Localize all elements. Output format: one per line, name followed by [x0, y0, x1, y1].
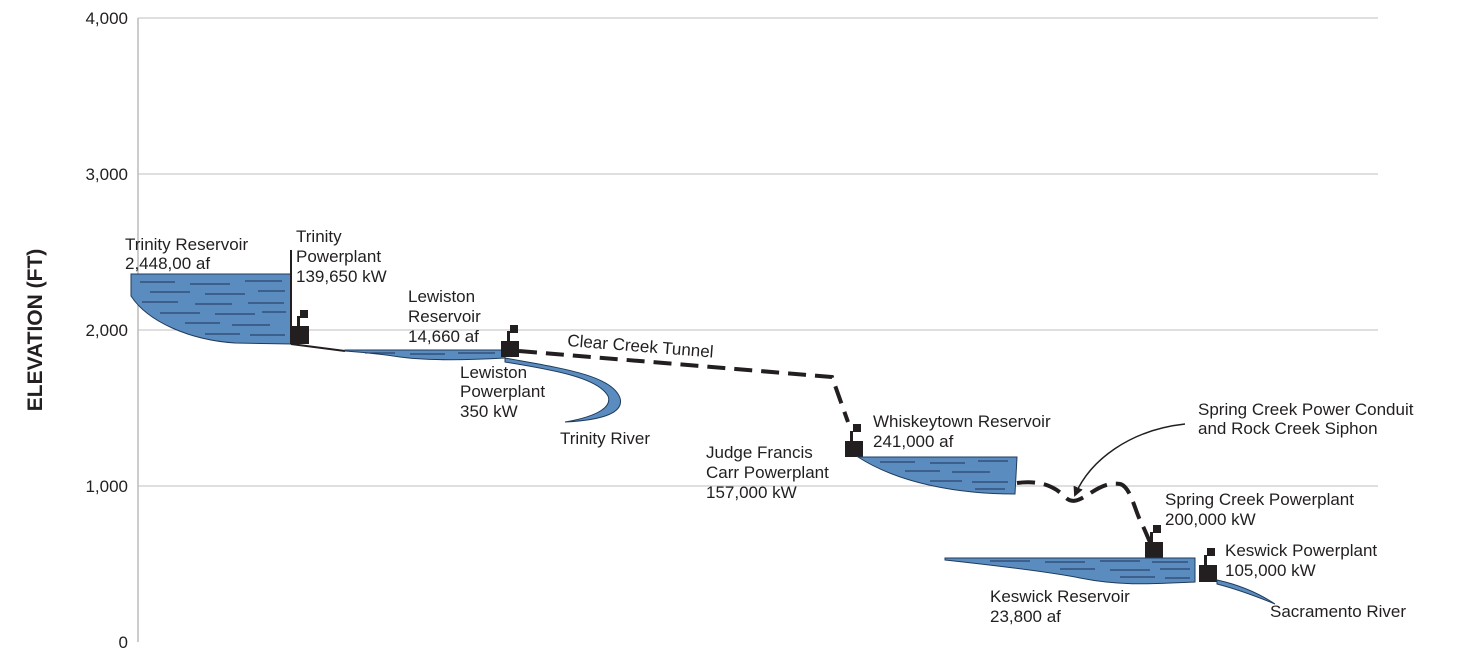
lewiston-powerplant-icon [501, 325, 519, 357]
trinity-river [504, 357, 621, 423]
whiskeytown-reservoir-label: Whiskeytown Reservoir 241,000 af [873, 412, 1055, 451]
keswick-reservoir-label: Keswick Reservoir 23,800 af [990, 587, 1135, 626]
lewiston-reservoir [344, 349, 506, 361]
trinity-outflow-line [290, 343, 346, 352]
spring-creek-conduit [1016, 480, 1152, 543]
trinity-reservoir-waves [140, 280, 286, 336]
keswick-powerplant-icon [1199, 548, 1217, 582]
conduit-pointer-arrow [1073, 423, 1186, 497]
spring-creek-powerplant-icon [1145, 525, 1163, 558]
keswick-reservoir [944, 557, 1196, 585]
sacramento-river-label: Sacramento River [1270, 602, 1406, 621]
y-axis-label: ELEVATION (FT) [24, 249, 47, 412]
lewiston-powerplant-label: Lewiston Powerplant 350 kW [460, 363, 550, 421]
clear-creek-tunnel [518, 349, 850, 423]
trinity-river-label: Trinity River [560, 429, 650, 448]
y-tick-label: 1,000 [85, 477, 128, 496]
y-tick-label: 3,000 [85, 165, 128, 184]
lewiston-reservoir-label: Lewiston Reservoir 14,660 af [408, 287, 485, 346]
keswick-powerplant-label: Keswick Powerplant 105,000 kW [1225, 541, 1382, 580]
sacramento-river [1216, 579, 1276, 605]
y-tick-label: 4,000 [85, 9, 128, 28]
trinity-reservoir-label: Trinity Reservoir 2,448,00 af [125, 235, 253, 273]
gridlines [138, 17, 1378, 487]
y-tick-labels: 4,000 3,000 2,000 1,000 0 [85, 9, 128, 652]
spring-creek-conduit-label: Spring Creek Power Conduit and Rock Cree… [1198, 400, 1418, 438]
carr-powerplant-label: Judge Francis Carr Powerplant 157,000 kW [706, 443, 834, 502]
carr-powerplant-icon [845, 424, 863, 457]
trinity-powerplant-label: Trinity Powerplant 139,650 kW [296, 227, 387, 286]
whiskeytown-reservoir [856, 456, 1018, 495]
trinity-powerplant-icon [291, 310, 309, 344]
spring-creek-powerplant-label: Spring Creek Powerplant 200,000 kW [1165, 490, 1359, 529]
y-tick-label: 2,000 [85, 321, 128, 340]
y-tick-label: 0 [119, 633, 128, 652]
